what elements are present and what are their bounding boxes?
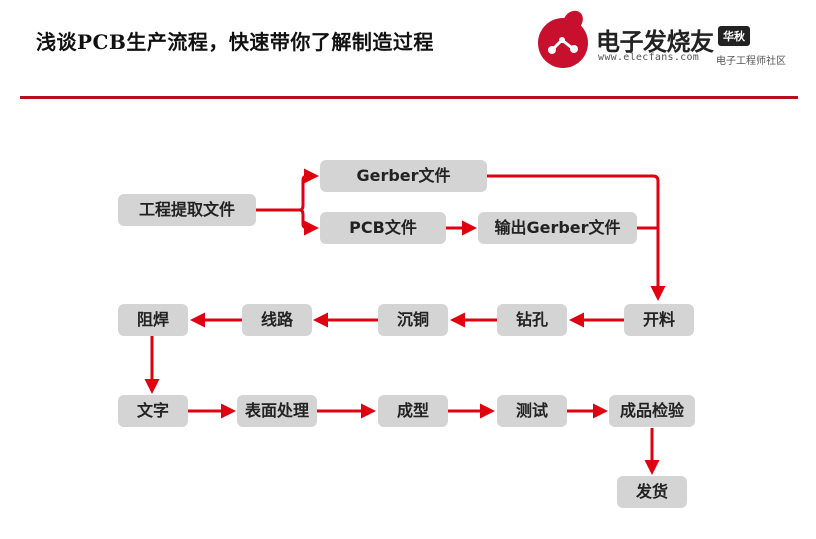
circuit-logo-icon [538, 18, 588, 68]
node-surface-finish: 表面处理 [237, 395, 317, 427]
node-final-inspection: 成品检验 [609, 395, 695, 427]
page-title: 浅谈PCB生产流程，快速带你了解制造过程 [36, 30, 434, 54]
logo-badge: 华秋 [718, 26, 750, 46]
node-text-legend: 文字 [118, 395, 188, 427]
node-profiling: 成型 [378, 395, 448, 427]
logo-name: 电子发烧友 [596, 28, 714, 56]
elecfans-logo[interactable]: 电子发烧友 华秋 www.elecfans.com 电子工程师社区 [538, 6, 798, 72]
logo-tagline: 电子工程师社区 [716, 56, 786, 67]
node-circuit: 线路 [242, 304, 312, 336]
node-testing: 测试 [497, 395, 567, 427]
node-gerber-file: Gerber文件 [320, 160, 487, 192]
node-shipping: 发货 [617, 476, 687, 508]
node-drilling: 钻孔 [497, 304, 567, 336]
arrow-extract-to-gerber [256, 168, 319, 212]
node-solder-mask: 阻焊 [118, 304, 188, 336]
node-pcb-file: PCB文件 [320, 212, 446, 244]
node-extract-files: 工程提取文件 [118, 194, 256, 226]
arrow-gerber-to-cutting [487, 174, 666, 301]
arrow-extract-to-pcb [299, 208, 319, 236]
node-output-gerber: 输出Gerber文件 [478, 212, 637, 244]
header-divider [20, 96, 798, 99]
logo-url: www.elecfans.com [598, 52, 700, 63]
node-copper-plating: 沉铜 [378, 304, 448, 336]
node-cutting: 开料 [624, 304, 694, 336]
